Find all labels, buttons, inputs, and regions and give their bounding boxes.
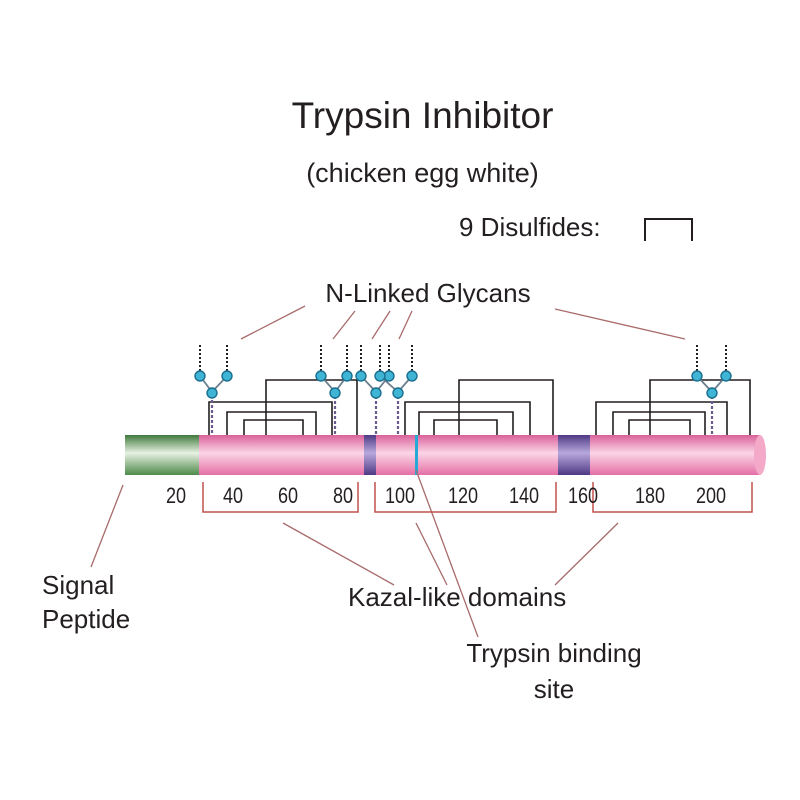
signal-leader: [90, 484, 124, 568]
disulfide-bond: [418, 411, 514, 438]
disulfide-bond: [458, 379, 554, 438]
glycan-leader: [371, 310, 391, 340]
axis-tick-label: 60: [277, 483, 299, 508]
disulfide-bond: [226, 411, 317, 438]
disulfide-bond: [612, 411, 706, 438]
leader-lines: [90, 305, 686, 638]
disulfide-bond: [433, 419, 498, 438]
axis-tick-label: 20: [165, 483, 187, 508]
binding-leader: [415, 469, 479, 638]
axis-tick-label: 100: [384, 483, 416, 508]
diagram-subtitle: (chicken egg white): [306, 158, 539, 188]
glycan-leader: [554, 308, 686, 340]
axis-tick-label: 160: [567, 483, 599, 508]
disulfide-bond: [243, 419, 304, 438]
binding-label-line: Trypsin binding: [466, 638, 642, 668]
diagram-title: Trypsin Inhibitor: [291, 95, 554, 136]
kazal-leader: [554, 522, 619, 586]
disulfide-bond: [649, 379, 751, 438]
glycan-stems: [210, 396, 714, 436]
signal-label-line: Signal: [42, 570, 115, 600]
kazal-leader: [415, 522, 448, 586]
disulfide-bond: [404, 401, 531, 438]
kazal-domain-bracket: [202, 482, 359, 513]
disulfide-bonds: [208, 379, 751, 438]
axis-tick-label: 180: [634, 483, 666, 508]
disulfide-bond: [208, 401, 333, 438]
glycan-icon: [194, 345, 732, 399]
binding-label-line: site: [533, 674, 575, 704]
domain-boundary: [364, 435, 376, 475]
domain-boundary: [558, 435, 590, 475]
signal-peptide-label: Signal Peptide: [42, 568, 130, 636]
disulfide-bond: [628, 419, 691, 438]
kazal-domain-bracket: [374, 482, 557, 513]
disulfide-bracket-icon: [644, 218, 693, 241]
binding-site-marker: [415, 435, 418, 475]
chain-end-cap: [754, 435, 766, 475]
domain-1-segment: [199, 435, 364, 475]
glycan-leader: [240, 305, 306, 340]
disulfide-bond: [265, 379, 358, 438]
disulfide-legend-label: 9 Disulfides:: [459, 212, 601, 242]
binding-site-label: Trypsin binding site: [448, 635, 660, 707]
kazal-leader: [282, 522, 395, 586]
glycan-label: N-Linked Glycans: [325, 278, 531, 308]
disulfide-bond: [595, 401, 728, 438]
signal-peptide-segment: [125, 435, 201, 475]
axis-tick-label: 200: [695, 483, 727, 508]
glycan-leader: [332, 310, 356, 340]
axis-tick-label: 80: [332, 483, 354, 508]
protein-chain: [125, 435, 766, 475]
kazal-domain-bracket: [592, 482, 753, 513]
domain-brackets: [202, 482, 753, 513]
signal-label-line: Peptide: [42, 604, 131, 634]
axis-tick-label: 40: [222, 483, 244, 508]
glycan-leader: [398, 310, 413, 340]
axis-tick-label: 120: [447, 483, 479, 508]
axis-tick-label: 140: [508, 483, 540, 508]
kazal-domains-label: Kazal-like domains: [348, 582, 567, 612]
